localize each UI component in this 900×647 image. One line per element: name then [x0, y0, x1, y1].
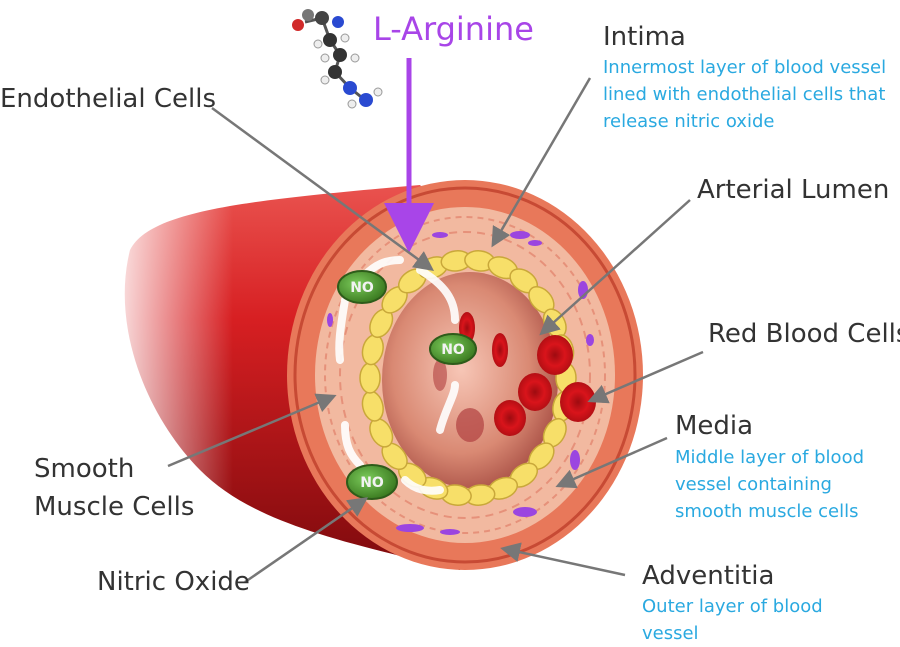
adventitia-description: Outer layer of blood vessel	[642, 596, 823, 644]
intima-label: Intima	[603, 22, 686, 52]
smooth-muscle-patches	[327, 231, 594, 535]
arterial-lumen-label: Arterial Lumen	[697, 175, 890, 205]
endothelial-cell	[359, 362, 381, 394]
leader-lines	[167, 77, 704, 584]
red-blood-cell	[537, 335, 573, 375]
media-description: Middle layer of blood vessel containing …	[675, 447, 865, 522]
no-diffusion-arrows	[335, 256, 459, 495]
nitric-oxide-label: Nitric Oxide	[97, 567, 250, 597]
red-blood-cell	[494, 400, 526, 436]
svg-text:NO: NO	[350, 280, 374, 296]
l-arginine-molecule-icon	[292, 9, 383, 109]
red-blood-cell	[560, 382, 596, 422]
l-arginine-label: L-Arginine	[373, 10, 534, 48]
svg-text:NO: NO	[360, 475, 384, 491]
red-blood-cell	[492, 333, 508, 367]
red-blood-cell	[433, 359, 447, 391]
no-molecule: NO	[429, 333, 477, 365]
red-blood-cell	[518, 373, 552, 411]
red-blood-cells	[433, 312, 596, 442]
svg-text:NO: NO	[441, 342, 465, 358]
endothelial-cells-label: Endothelial Cells	[0, 84, 216, 114]
adventitia-label: Adventitia	[642, 561, 775, 591]
media-label: Media	[675, 411, 754, 441]
intima-description: Innermost layer of blood vessel lined wi…	[603, 57, 887, 132]
smooth-muscle-cells-label: Smooth Muscle Cells	[34, 454, 195, 522]
red-blood-cells-label: Red Blood Cells	[708, 319, 900, 349]
no-molecule: NO	[346, 464, 398, 500]
no-molecule: NO	[337, 270, 387, 304]
red-blood-cell	[456, 408, 484, 442]
